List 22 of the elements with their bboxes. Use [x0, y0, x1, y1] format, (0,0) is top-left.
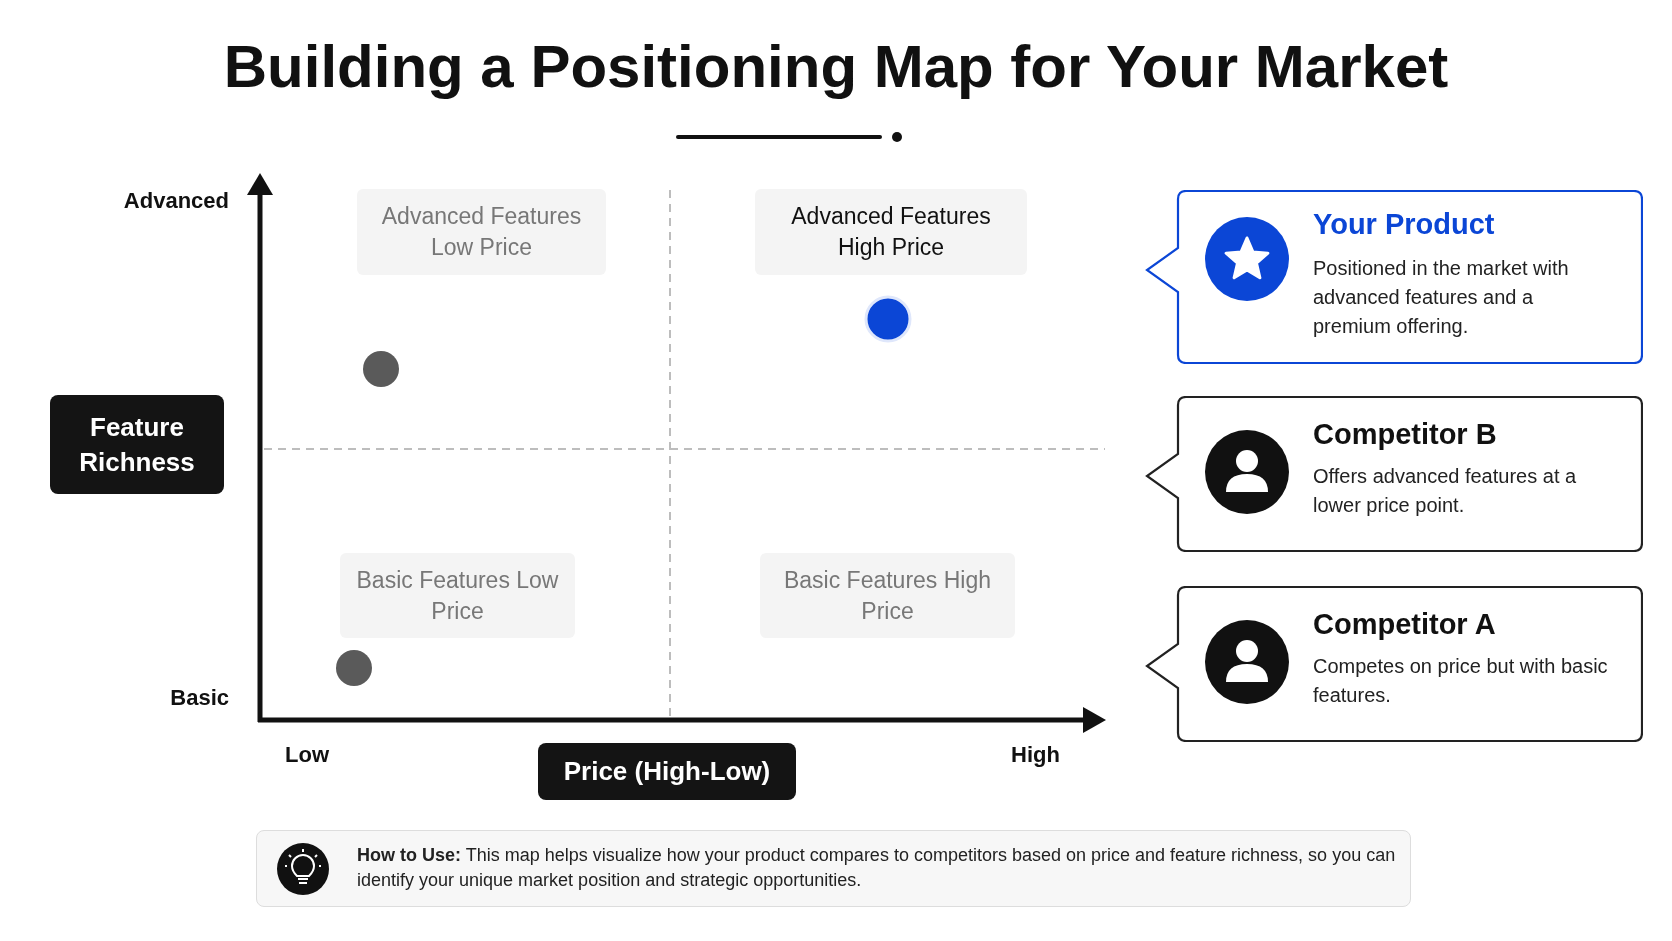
- card-heading: Competitor B: [1313, 418, 1497, 451]
- card-description: Competes on price but with basic features.: [1313, 654, 1609, 708]
- callout-card: [1145, 190, 1643, 364]
- quadrant-label: Basic Features High Price: [760, 553, 1015, 638]
- title: Building a Positioning Map for Your Market: [222, 32, 1450, 101]
- axis-end-label: Low: [285, 742, 329, 768]
- card-heading: Competitor A: [1313, 608, 1496, 641]
- quadrant-label: Advanced Features High Price: [755, 189, 1027, 275]
- axis-title: Price (High-Low): [538, 743, 796, 800]
- axis-end-label: Basic: [170, 685, 229, 711]
- card-description: Positioned in the market with advanced features and a premium offering.: [1313, 256, 1570, 339]
- callout-card: [1145, 396, 1643, 552]
- axis-end-label: Advanced: [123, 188, 229, 214]
- info-banner: [256, 830, 1411, 907]
- card-heading: Your Product: [1313, 208, 1495, 241]
- axis-title: Feature Richness: [50, 395, 224, 494]
- quadrant-label: Advanced Features Low Price: [357, 189, 606, 275]
- callout-card: [1145, 586, 1643, 742]
- quadrant-label: Basic Features Low Price: [340, 553, 575, 638]
- card-description: Offers advanced features at a lower price point.: [1313, 464, 1578, 518]
- how-to-use-text: How to Use: This map helps visualize how your product compares to competitors based on price and feature richness, so you can identify your unique market position and strategic opportunities.: [357, 844, 1397, 892]
- axis-end-label: High: [1011, 742, 1060, 768]
